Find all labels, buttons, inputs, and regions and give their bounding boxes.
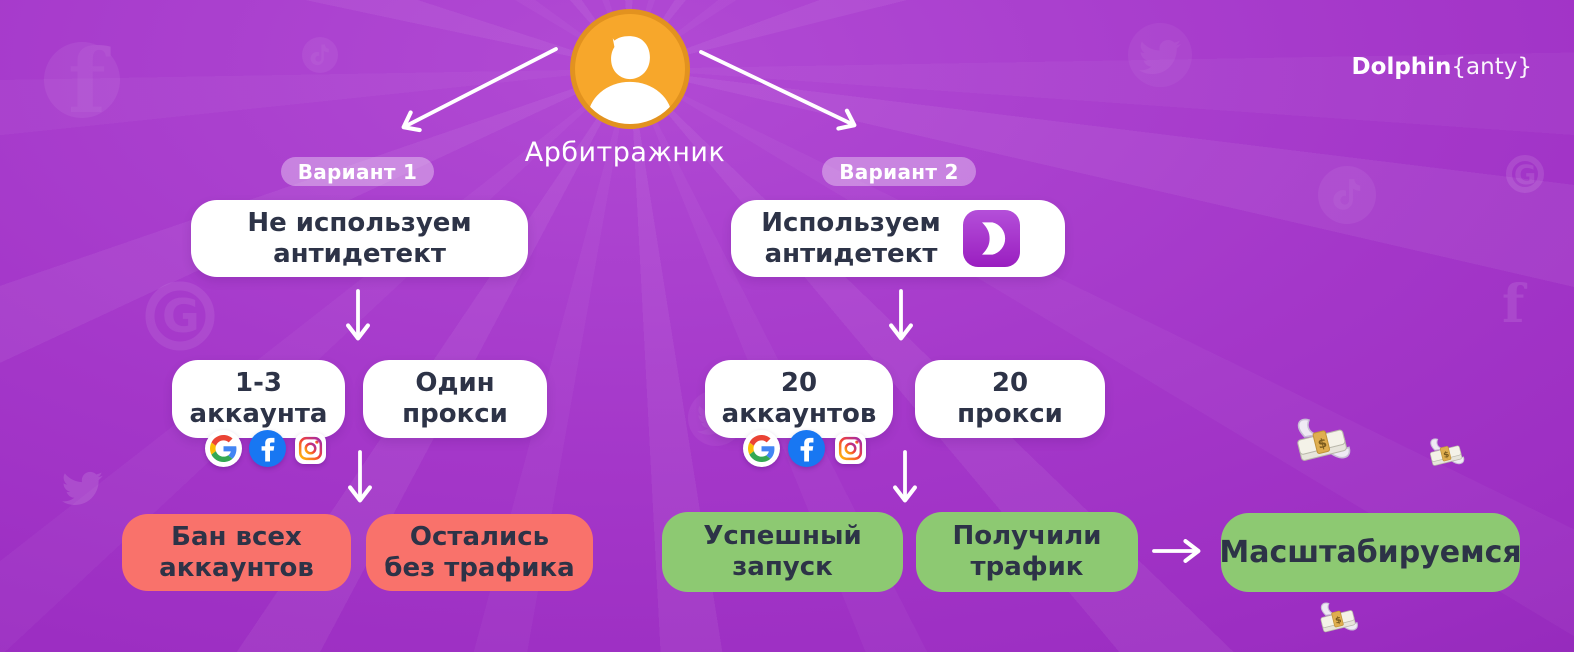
variant1-step-line1: Не используем <box>247 207 472 238</box>
tiktok-watermark-icon <box>1318 166 1376 224</box>
variant1-step-box: Не используем антидетект <box>191 200 528 277</box>
google-watermark-icon: G <box>145 281 215 351</box>
arrow-avatar-to-variant2 <box>699 50 857 131</box>
brand-name-bold: Dolphin <box>1351 54 1452 80</box>
variant2-accounts-line2: аккаунтов <box>721 399 877 429</box>
variant2-outcome1-line1: Успешный <box>703 521 862 552</box>
variant2-outcome1-line2: запуск <box>732 552 833 582</box>
svg-text:G: G <box>1514 160 1536 191</box>
variant2-outcome2-line2: трафик <box>970 552 1084 582</box>
variant1-outcome1-line2: аккаунтов <box>159 552 314 583</box>
facebook-icon <box>249 430 286 467</box>
scale-result-box: Масштабируемся <box>1219 513 1522 592</box>
variant1-accounts-box: 1-3 аккаунта <box>172 360 345 438</box>
variant1-proxy-line2: прокси <box>402 399 508 429</box>
google-icon <box>743 430 780 467</box>
variant2-accounts-box: 20 аккаунтов <box>705 360 893 438</box>
brand-logo: Dolphin{anty} <box>1352 54 1532 80</box>
variant1-proxy-line1: Один <box>415 368 495 399</box>
brand-name-light: {anty} <box>1451 54 1532 80</box>
instagram-icon <box>835 433 866 464</box>
person-avatar-icon <box>570 9 690 129</box>
variant2-badge-label: Вариант 2 <box>839 159 959 184</box>
tiktok-watermark-icon <box>302 37 338 73</box>
facebook-watermark-icon: f <box>44 29 120 133</box>
variant1-proxy-box: Один прокси <box>363 360 547 438</box>
twitter-watermark-icon <box>1128 23 1192 87</box>
variant2-step-text: Используем антидетект <box>731 200 971 277</box>
dolphin-anty-app-icon <box>963 210 1020 267</box>
variant2-accounts-line1: 20 <box>780 368 818 399</box>
variant1-outcome2-line2: без трафика <box>384 552 575 583</box>
variant1-outcome2-box: Остались без трафика <box>366 514 593 591</box>
variant2-proxy-box: 20 прокси <box>915 360 1105 438</box>
variant1-outcome1-line1: Бан всех <box>171 521 302 552</box>
variant2-outcome2-box: Получили трафик <box>916 512 1138 592</box>
scale-result-label: Масштабируемся <box>1219 534 1522 570</box>
variant2-proxy-line1: 20 <box>991 368 1029 399</box>
instagram-icon <box>295 433 326 464</box>
variant1-accounts-line2: аккаунта <box>189 399 328 429</box>
variant2-step-line2: антидетект <box>764 238 938 269</box>
google-watermark-icon: G <box>1506 155 1544 193</box>
variant2-step-line1: Используем <box>761 207 941 238</box>
google-icon <box>205 430 242 467</box>
svg-text:G: G <box>162 289 200 343</box>
variant1-step-line2: антидетект <box>273 238 446 269</box>
variant1-outcome2-line1: Остались <box>409 521 550 552</box>
variant1-outcome1-box: Бан всех аккаунтов <box>122 514 351 591</box>
variant2-outcome2-line1: Получили <box>952 521 1102 552</box>
variant2-step-box: Используем антидетект <box>731 200 1065 277</box>
svg-text:f: f <box>1502 274 1528 335</box>
facebook-watermark-icon: f <box>1502 274 1528 335</box>
variant1-badge-label: Вариант 1 <box>297 159 418 184</box>
variant2-badge: Вариант 2 <box>822 157 976 186</box>
facebook-icon <box>788 430 825 467</box>
variant2-outcome1-box: Успешный запуск <box>662 512 903 592</box>
svg-text:f: f <box>68 29 111 133</box>
arrow-avatar-to-variant1 <box>401 47 558 133</box>
variant1-accounts-line1: 1-3 <box>235 368 282 399</box>
variant1-badge: Вариант 1 <box>281 157 434 186</box>
persona-label: Арбитражник <box>524 137 726 168</box>
variant2-proxy-line2: прокси <box>957 399 1063 429</box>
